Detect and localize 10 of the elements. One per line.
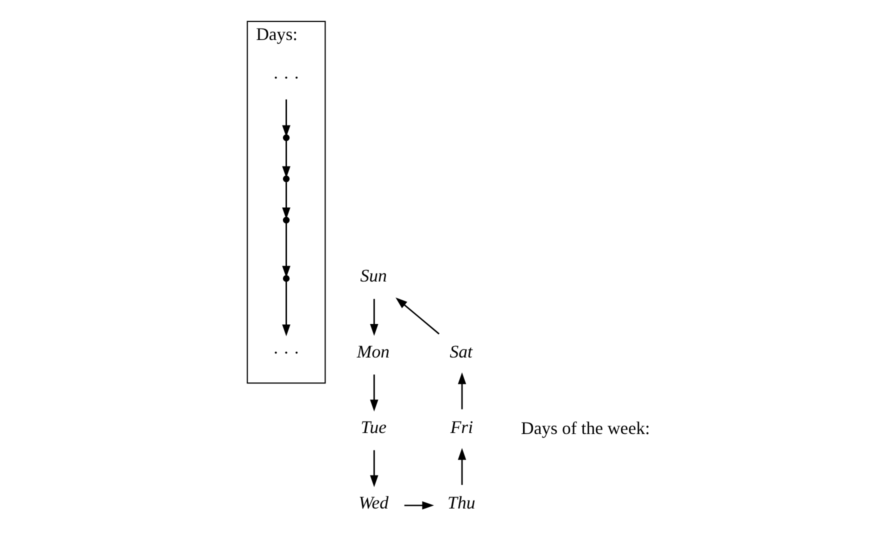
- label: Days of the week:: [521, 418, 650, 438]
- node-text: Fri: [450, 416, 474, 437]
- node-text: · · ·: [272, 68, 300, 88]
- node-text: · · ·: [272, 342, 300, 362]
- node-text: Sun: [360, 266, 387, 286]
- node-text: Wed: [358, 492, 389, 513]
- node-text: Tue: [360, 416, 387, 437]
- node-text: Mon: [356, 341, 390, 362]
- node-text: Sat: [450, 341, 473, 362]
- node-text: Thu: [448, 492, 476, 513]
